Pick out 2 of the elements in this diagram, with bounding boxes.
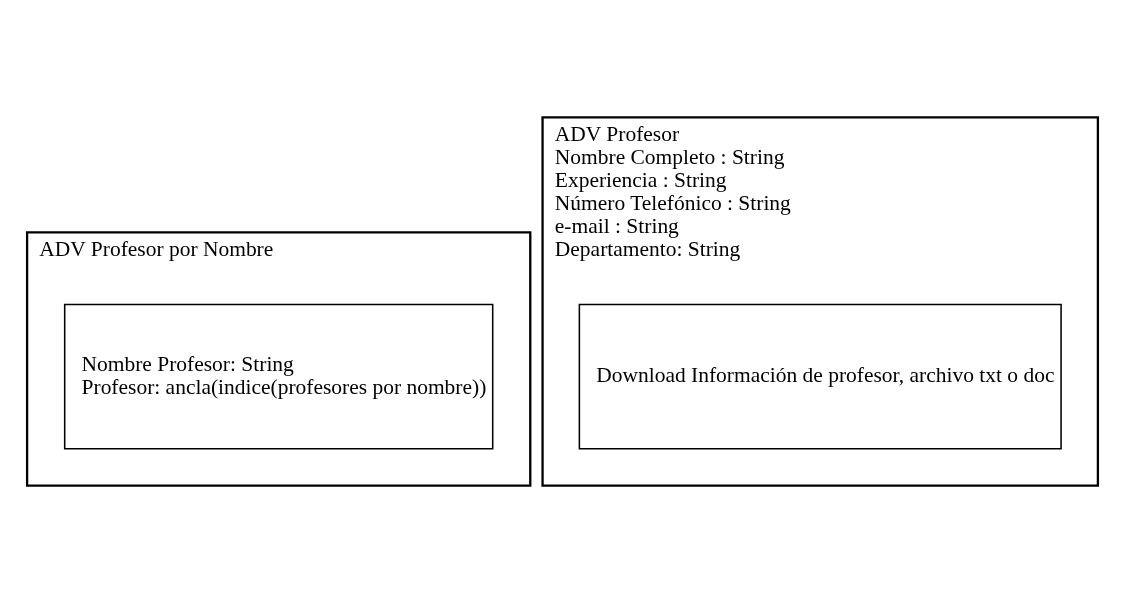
node-box: Nombre Profesor: String Profesor: ancla(indice(profesores por nombre)) <box>63 303 494 450</box>
node-box: Download Información de profesor, archivo txt o doc <box>578 303 1062 450</box>
